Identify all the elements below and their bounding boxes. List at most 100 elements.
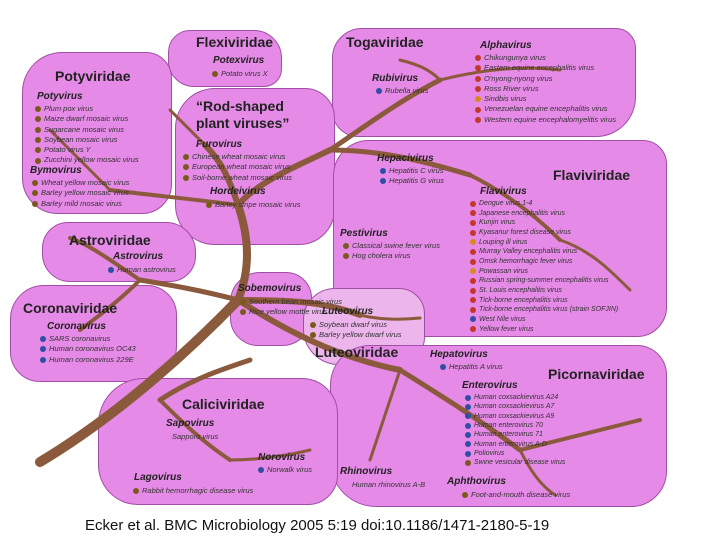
virus-item: Hog cholera virus (343, 251, 440, 261)
genus-astrovirus: Astrovirus (113, 251, 164, 262)
host-marker (40, 336, 46, 343)
luteovirus-virus-list: Soybean dwarf virus Barley yellow dwarf … (310, 320, 402, 341)
virus-item: Zucchini yellow mosaic virus (35, 155, 139, 165)
genus-hepacivirus: Hepacivirus (377, 153, 434, 164)
host-marker (465, 413, 471, 420)
virus-item: Hepatitis A virus (440, 362, 503, 372)
virus-item: Sugarcane mosaic virus (35, 125, 139, 135)
virus-item: Russian spring-summer encephalitis virus (470, 276, 618, 286)
coronavirus-virus-list: SARS coronavirus Human coronavirus OC43 … (40, 334, 136, 365)
host-marker (475, 96, 481, 103)
virus-item: Barley mild mosaic virus (32, 199, 129, 209)
genus-sapovirus: Sapovirus (166, 418, 215, 429)
hordeivirus-virus-list: Barley stripe mosaic virus (206, 200, 300, 210)
host-marker (32, 200, 38, 207)
flexiviridae-region (168, 30, 282, 87)
virus-item: Human astrovirus (108, 265, 176, 275)
host-marker (40, 356, 46, 363)
enterovirus-virus-list: Human coxsackievirus A24 Human coxsackie… (465, 393, 565, 468)
host-marker (470, 210, 476, 217)
virus-item: Human rhinovirus A-B (352, 480, 426, 489)
host-marker (35, 147, 41, 154)
virus-item: Western equine encephalomyelitis virus (475, 115, 616, 125)
host-marker (343, 243, 349, 250)
sapovirus-virus-list: Sapporo virus (172, 432, 218, 442)
genus-hepatovirus: Hepatovirus (430, 349, 488, 360)
aphthovirus-virus-list: Foot-and-mouth disease virus (462, 490, 570, 500)
astrovirus-virus-list: Human astrovirus (108, 265, 176, 275)
virus-item: St. Louis encephalitis virus (470, 286, 618, 296)
virus-item: Chinese wheat mosaic virus (183, 152, 292, 162)
virus-item: Barley yellow mosaic virus (32, 188, 129, 198)
host-marker (470, 277, 476, 284)
alphavirus-virus-list: Chikungunya virus Eastern equine encepha… (475, 53, 616, 125)
virus-item: Ross River virus (475, 84, 616, 94)
virus-item: Sapporo virus (172, 432, 219, 441)
genus-rhinovirus: Rhinovirus (340, 466, 393, 477)
host-marker (475, 55, 481, 62)
virus-item: Yellow fever virus (470, 325, 618, 335)
host-marker (35, 126, 41, 133)
family-flaviviridae: Flaviviridae (553, 167, 631, 183)
hepatovirus-virus-list: Hepatitis A virus (440, 362, 503, 372)
host-marker (470, 287, 476, 294)
virus-item: Tick-borne encephalitis virus (470, 296, 618, 306)
virus-item: Kunjin virus (470, 218, 618, 228)
sobemovirus-virus-list: Southern bean mosaic virus Rice yellow m… (240, 297, 342, 318)
host-marker (475, 116, 481, 123)
virus-item: Hepatitis C virus (380, 166, 444, 176)
virus-item: Potato virus Y (35, 145, 139, 155)
host-marker (206, 202, 212, 209)
host-marker (465, 441, 471, 448)
family-togaviridae: Togaviridae (346, 34, 424, 50)
host-marker (376, 88, 382, 95)
virus-item: Murray Valley encephalitis virus (470, 247, 618, 257)
lagovirus-virus-list: Rabbit hemorrhagic disease virus (133, 486, 253, 496)
citation-caption: Ecker et al. BMC Microbiology 2005 5:19 … (85, 517, 550, 534)
flavivirus-virus-list: Dengue virus 1-4 Japanese encephalitis v… (470, 199, 618, 334)
virus-item: Human coxsackievirus A7 (465, 402, 565, 411)
host-marker (183, 154, 189, 161)
host-marker (343, 253, 349, 260)
host-marker (183, 174, 189, 181)
virus-item: Human enterovirus A-D (465, 440, 565, 449)
host-marker (475, 65, 481, 72)
virus-item: Barley stripe mosaic virus (206, 200, 300, 210)
caliciviridae-region (98, 378, 338, 505)
host-marker (35, 116, 41, 123)
host-marker (32, 180, 38, 187)
virus-item: Wheat yellow mosaic virus (32, 178, 129, 188)
virus-item: Norwalk virus (258, 465, 312, 475)
virus-item: Rabbit hemorrhagic disease virus (133, 486, 253, 496)
host-marker (470, 326, 476, 333)
virus-item: Human coronavirus OC43 (40, 344, 136, 354)
family-picornaviridae: Picornaviridae (548, 366, 645, 382)
virus-item: Southern bean mosaic virus (240, 297, 342, 307)
genus-lagovirus: Lagovirus (134, 472, 182, 483)
host-marker (240, 299, 246, 306)
host-marker (212, 71, 218, 78)
host-marker (440, 364, 446, 371)
virus-item: Soil-borne wheat mosaic virus (183, 173, 292, 183)
virus-item: European wheat mosaic virus (183, 162, 292, 172)
potyvirus-virus-list: Plum pox virus Maize dwarf mosaic virus … (35, 104, 139, 166)
virus-item: Powassan virus (470, 267, 618, 277)
genus-bymovirus: Bymovirus (30, 165, 82, 176)
host-marker (310, 322, 316, 329)
virus-item: Foot-and-mouth disease virus (462, 490, 570, 500)
virus-item: Human coronavirus 229E (40, 355, 136, 365)
family-luteoviridae: Luteoviridae (315, 344, 399, 360)
host-marker (40, 346, 46, 353)
host-marker (475, 75, 481, 82)
family-astroviridae: Astroviridae (69, 232, 151, 248)
virus-item: Poliovirus (465, 449, 565, 458)
family-rod-shaped-plant-viruses: “Rod-shaped plant viruses” (196, 98, 290, 131)
potyviridae-region (22, 52, 172, 214)
coronaviridae-region (10, 285, 177, 382)
virus-item: SARS coronavirus (40, 334, 136, 344)
genus-sobemovirus: Sobemovirus (238, 283, 302, 294)
host-marker (465, 450, 471, 457)
genus-luteovirus: Luteovirus (322, 306, 374, 317)
